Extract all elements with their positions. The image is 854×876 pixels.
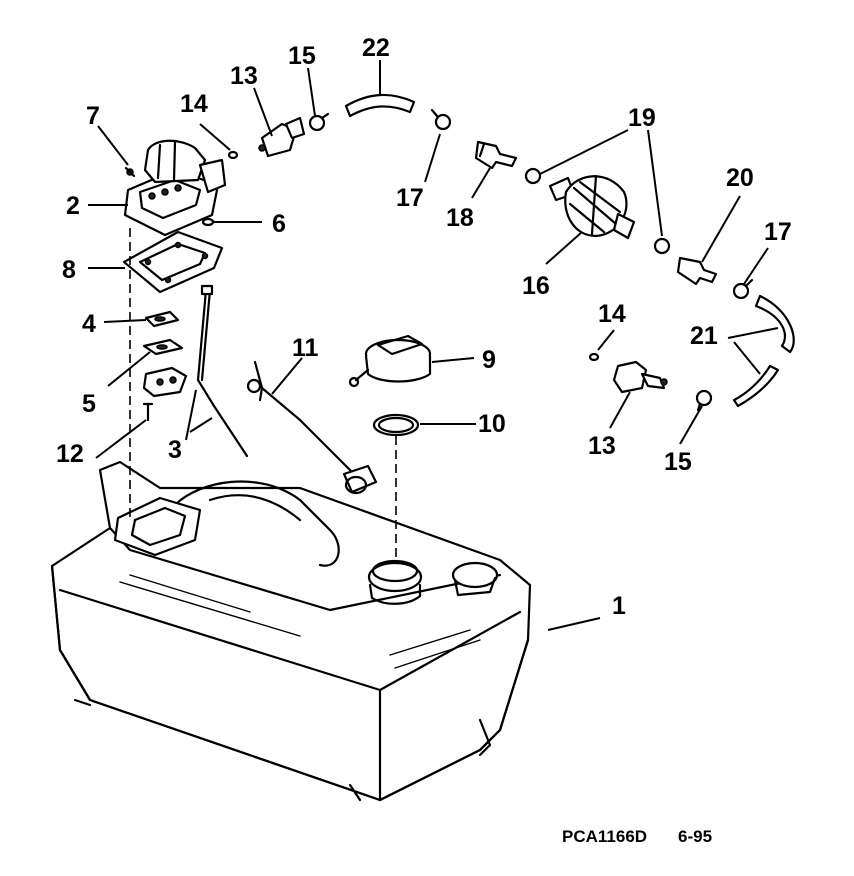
callout-22: 22 (362, 34, 390, 62)
clamp-17-right (732, 278, 754, 300)
pickup-tube (196, 284, 249, 458)
primer-bulb (548, 174, 636, 240)
clamp-15-upper (308, 112, 330, 132)
callout-13-upper: 13 (230, 62, 258, 90)
hose-22 (344, 93, 416, 118)
callout-9: 9 (482, 346, 496, 374)
callout-2: 2 (66, 192, 80, 220)
retainer-5 (142, 338, 184, 356)
clamp-17-left (430, 108, 452, 131)
callout-15-upper: 15 (288, 42, 316, 70)
terminal-block-12 (142, 366, 188, 398)
fuel-tank (50, 460, 532, 802)
insulator-4 (144, 310, 180, 328)
callout-5: 5 (82, 390, 96, 418)
drawing-date: 6-95 (678, 827, 712, 846)
callout-1: 1 (612, 592, 626, 620)
clamp-19-right (653, 237, 671, 255)
callout-3: 3 (168, 436, 182, 464)
clamp-19-left (524, 167, 542, 185)
filler-cap (348, 334, 432, 388)
callout-18: 18 (446, 204, 474, 232)
callout-7: 7 (86, 102, 100, 130)
callout-19: 19 (628, 104, 656, 132)
callout-6: 6 (272, 210, 286, 238)
callout-21: 21 (690, 322, 718, 350)
callout-12: 12 (56, 440, 84, 468)
cap-gasket (372, 413, 420, 437)
callout-14-upper: 14 (180, 90, 208, 118)
leader-lines (88, 60, 779, 631)
callout-16: 16 (522, 272, 550, 300)
callout-17-left: 17 (396, 184, 424, 212)
callout-4: 4 (82, 310, 96, 338)
connector-18 (474, 140, 518, 170)
sender-gasket (122, 230, 224, 294)
hose-21 (732, 294, 795, 408)
connector-20 (676, 256, 718, 286)
callouts: 1 2 3 4 5 6 7 8 9 10 11 12 13 13 14 14 1… (56, 34, 792, 620)
callout-14-lower: 14 (598, 300, 626, 328)
o-ring-6 (201, 217, 215, 227)
callout-8: 8 (62, 256, 76, 284)
float-arm (246, 360, 378, 495)
clamp-15-lower (695, 389, 713, 412)
screw-12 (142, 402, 154, 422)
connector-13-lower (612, 360, 668, 394)
callout-11: 11 (292, 334, 319, 362)
callout-17-right: 17 (764, 218, 792, 246)
screw-7 (124, 166, 136, 178)
callout-13-lower: 13 (588, 432, 616, 460)
callout-20: 20 (726, 164, 754, 192)
o-ring-14-upper (227, 150, 239, 160)
callout-15-lower: 15 (664, 448, 692, 476)
fuel-gauge-sender (123, 139, 227, 237)
drawing-code: PCA1166D (562, 827, 647, 846)
o-ring-14-lower (588, 352, 600, 362)
callout-10: 10 (478, 410, 506, 438)
connector-13-upper (258, 116, 306, 158)
